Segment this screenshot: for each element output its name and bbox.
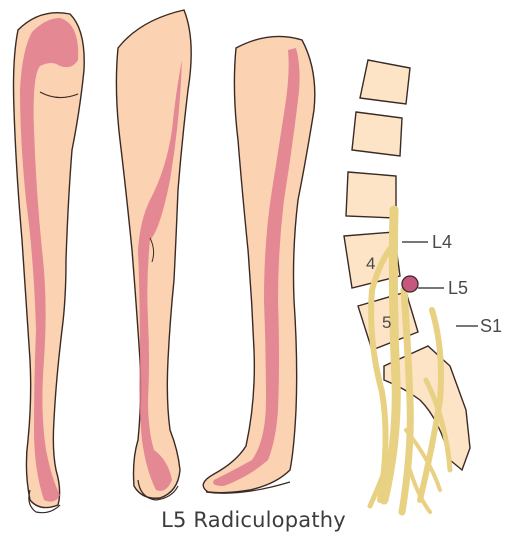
lumbar-spine: 4 5 L4 L5 S1 xyxy=(344,60,502,512)
l5-nerve-root-marker xyxy=(402,276,418,292)
leg-lateral-view xyxy=(203,36,315,493)
vertebra-l3 xyxy=(346,172,396,218)
leg-anterior-view xyxy=(14,13,85,513)
diagram-caption: L5 Radiculopathy xyxy=(0,508,507,532)
s1-label: S1 xyxy=(480,316,502,336)
vertebra-l1 xyxy=(360,60,410,104)
l4-label: L4 xyxy=(432,232,452,252)
leg-posterior-view xyxy=(116,10,191,500)
vertebra-l2 xyxy=(352,112,402,156)
l5-label: L5 xyxy=(448,278,468,298)
vertebra-4-number: 4 xyxy=(366,254,375,273)
leg-lateral-outline xyxy=(203,36,315,492)
vertebra-5-number: 5 xyxy=(382,313,391,332)
